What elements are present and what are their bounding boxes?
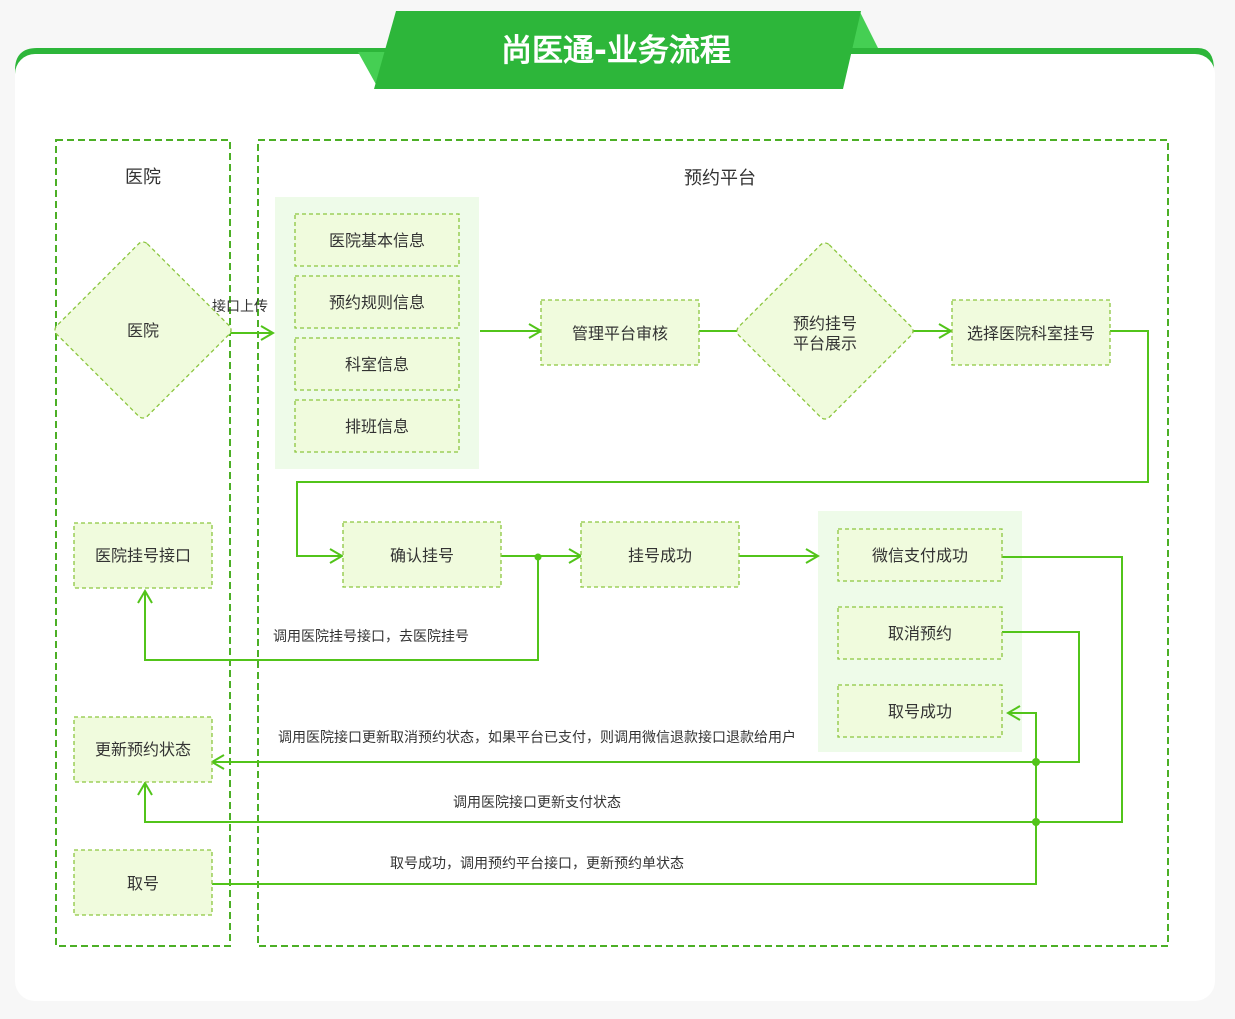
edge-confirm-to-hospital-api xyxy=(137,558,539,661)
node-take-ticket: 取号 xyxy=(127,874,159,893)
page-title: 尚医通-业务流程 xyxy=(501,33,731,69)
connectors xyxy=(137,323,1149,885)
admin-review-box xyxy=(540,299,700,366)
edge-select-to-confirm xyxy=(296,330,1149,564)
cancel-appointment-box xyxy=(837,606,1003,660)
display-diamond-shape xyxy=(736,242,914,420)
info-rules-box xyxy=(294,275,460,329)
node-cancel-appointment: 取消预约 xyxy=(888,624,952,643)
edge-take-ticket xyxy=(212,705,1037,885)
banner-right-wing xyxy=(850,12,878,48)
wechat-pay-box xyxy=(837,528,1003,582)
lane-hospital xyxy=(55,139,231,947)
node-hospital-register-api: 医院挂号接口 xyxy=(95,546,191,565)
node-registration-success: 挂号成功 xyxy=(628,546,692,565)
lane-hospital-title: 医院 xyxy=(125,167,161,188)
info-basic-box xyxy=(294,213,460,267)
junction-dots xyxy=(534,553,1040,826)
take-ticket-box xyxy=(73,849,213,916)
hospital-diamond-shape xyxy=(54,241,232,419)
label-update-payment: 调用医院接口更新支付状态 xyxy=(453,794,621,811)
node-display-line1: 预约挂号 xyxy=(793,314,857,333)
node-ticket-success: 取号成功 xyxy=(888,702,952,721)
registration-success-box xyxy=(580,521,740,588)
hospital-register-api-box xyxy=(73,522,213,589)
ticket-success-box xyxy=(837,684,1003,738)
node-hospital: 医院 xyxy=(127,321,159,340)
node-info-department: 科室信息 xyxy=(345,355,409,374)
node-confirm-registration: 确认挂号 xyxy=(390,546,454,565)
lane-platform-title: 预约平台 xyxy=(684,168,756,189)
edge-cancel-to-update xyxy=(210,631,1080,770)
node-update-status: 更新预约状态 xyxy=(95,740,191,759)
node-admin-review: 管理平台审核 xyxy=(572,324,668,343)
lane-platform xyxy=(257,139,1169,947)
label-call-register-api: 调用医院挂号接口，去医院挂号 xyxy=(273,628,469,645)
node-wechat-pay: 微信支付成功 xyxy=(872,546,968,565)
node-select-department: 选择医院科室挂号 xyxy=(967,324,1095,343)
update-status-box xyxy=(73,716,213,783)
label-cancel-refund: 调用医院接口更新取消预约状态，如果平台已支付，则调用微信退款接口退款给用户 xyxy=(278,729,796,746)
confirm-registration-box xyxy=(342,521,502,588)
info-department-box xyxy=(294,337,460,391)
label-api-upload: 接口上传 xyxy=(212,298,268,315)
title-banner xyxy=(374,11,861,89)
edge-pay-to-update xyxy=(137,556,1123,823)
node-display-line2: 平台展示 xyxy=(793,334,857,353)
info-schedule-box xyxy=(294,399,460,453)
nodes xyxy=(54,213,1111,916)
node-info-schedule: 排班信息 xyxy=(345,417,409,436)
node-info-basic: 医院基本信息 xyxy=(329,231,425,250)
label-ticket-update: 取号成功，调用预约平台接口，更新预约单状态 xyxy=(390,855,684,872)
node-labels: 医院 医院基本信息 预约规则信息 科室信息 排班信息 管理平台审核 预约挂号 平… xyxy=(95,231,1095,893)
node-info-rules: 预约规则信息 xyxy=(329,293,425,312)
select-department-box xyxy=(951,299,1111,366)
